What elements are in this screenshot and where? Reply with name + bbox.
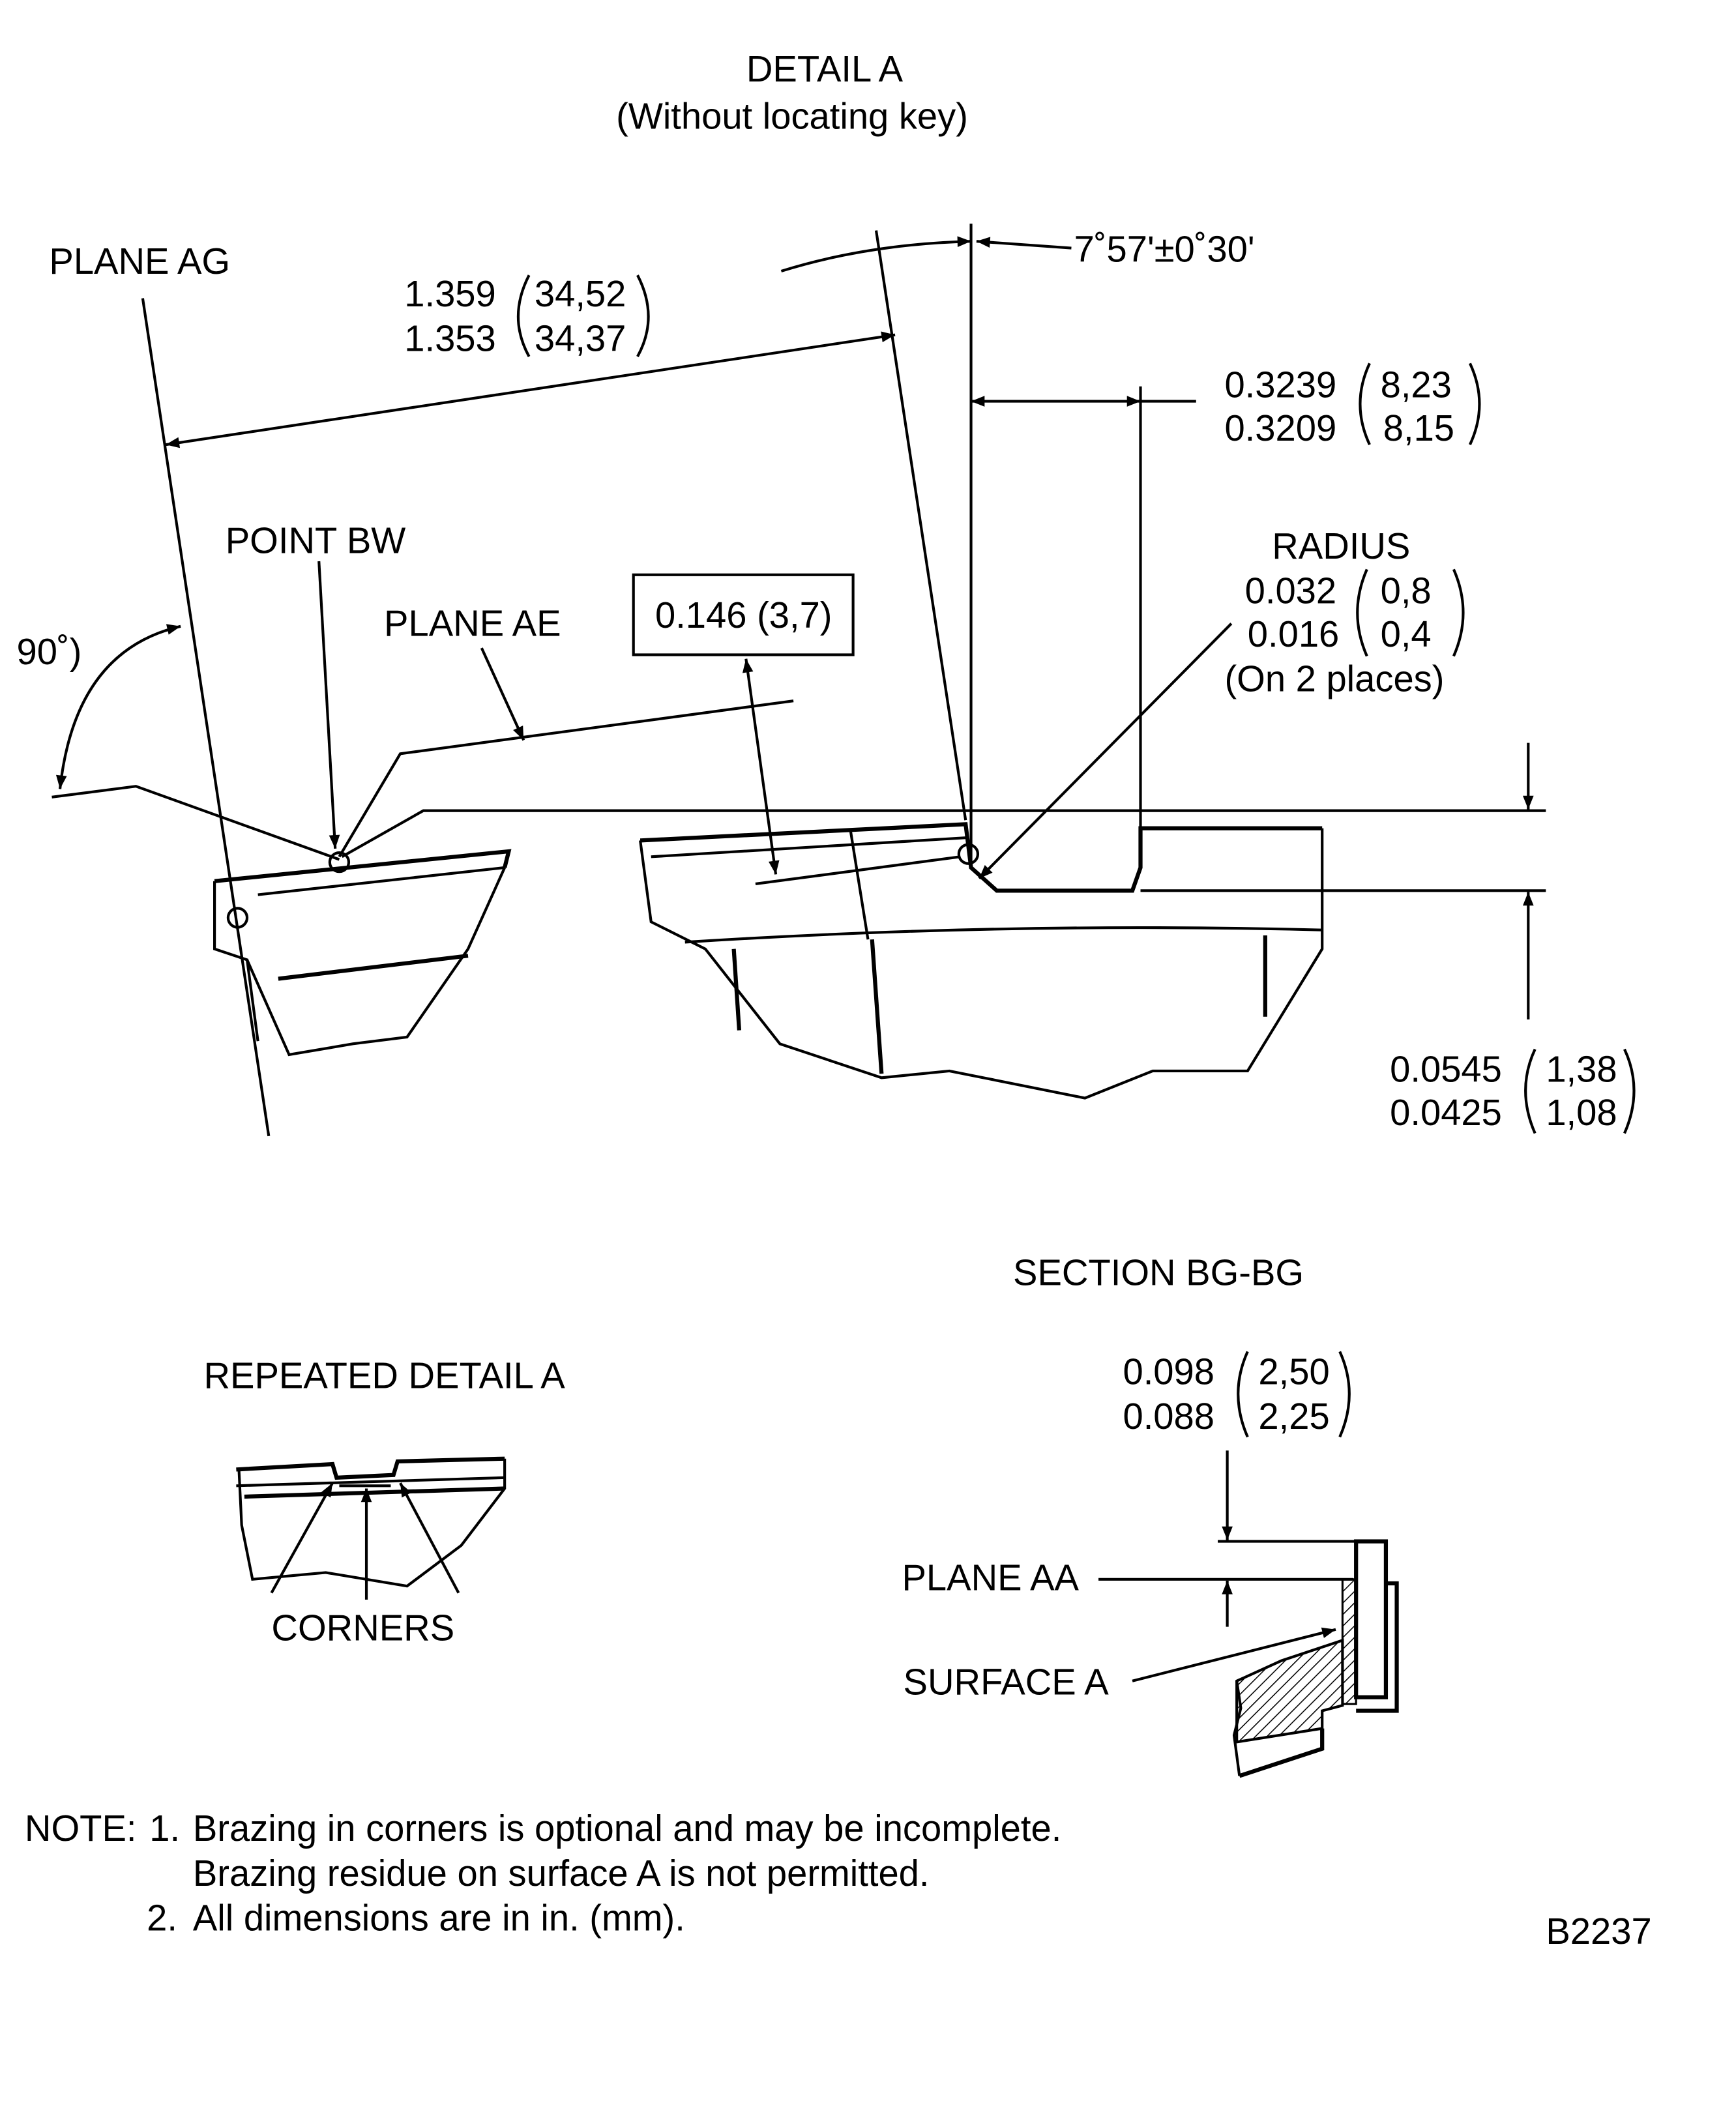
svg-text:0.3209: 0.3209 [1224,407,1336,448]
angle-tolerance: 7˚57'±0˚30' [1074,228,1255,269]
notes: NOTE: 1. Brazing in corners is optional … [25,1808,1061,1938]
svg-text:NOTE:: NOTE: [25,1808,137,1849]
plane-aa-label: PLANE AA [902,1557,1079,1598]
right-part [639,822,1324,1100]
section-title: SECTION BG-BG [1013,1252,1304,1293]
svg-text:(On 2 places): (On 2 places) [1224,658,1444,699]
plane-ae-label: PLANE AE [384,602,561,643]
angle-90-arc [55,624,181,789]
point-bw-leader [317,561,340,849]
surface-a-label: SURFACE A [904,1662,1110,1703]
plane-ae-leader [480,647,525,741]
svg-text:1.: 1. [149,1808,180,1849]
svg-text:0.098: 0.098 [1123,1351,1214,1392]
plane-ag-label: PLANE AG [49,241,230,282]
dim-1359-line [165,331,896,448]
section-sketch [1232,1539,1399,1778]
dim-0545-text: 0.0545 0.0425 1,38 1,08 [1390,1049,1636,1134]
corner-arrow-right [399,1482,460,1594]
svg-text:34,37: 34,37 [535,318,626,359]
svg-text:1.359: 1.359 [404,273,496,314]
svg-text:0.088: 0.088 [1123,1396,1214,1437]
point-bw-label: POINT BW [226,520,406,561]
svg-text:8,15: 8,15 [1383,407,1454,448]
plane-line-top [341,809,1546,858]
repeated-detail-sketch [236,1456,507,1588]
boxed-dimension-text: 0.146 (3,7) [655,594,832,636]
point-bw-marker [328,851,351,873]
svg-text:All dimensions are in in. (mm): All dimensions are in in. (mm). [193,1897,685,1938]
plane-ae-line [338,699,794,858]
angle-arc [780,236,971,272]
repeated-detail-title: REPEATED DETAIL A [203,1355,565,1396]
svg-text:1.353: 1.353 [404,318,496,359]
svg-text:0,4: 0,4 [1381,613,1432,654]
svg-text:1,08: 1,08 [1546,1092,1617,1133]
svg-text:Brazing residue on surface A i: Brazing residue on surface A is not perm… [193,1853,930,1894]
detail-subtitle: (Without locating key) [616,96,968,137]
dim-098-text: 0.098 0.088 2,50 2,25 [1123,1351,1351,1438]
svg-text:0.0425: 0.0425 [1390,1092,1502,1133]
svg-text:0.032: 0.032 [1245,570,1337,611]
svg-text:1,38: 1,38 [1546,1049,1617,1090]
surface-a-leader [1132,1627,1336,1682]
svg-text:2.: 2. [147,1897,177,1938]
svg-text:2,25: 2,25 [1258,1396,1329,1437]
plane-line-left [51,785,340,861]
corners-label: CORNERS [271,1607,454,1648]
dim-3239-text: 0.3239 0.3209 8,23 8,15 [1224,362,1481,448]
plane-ag-line [141,298,271,1137]
svg-text:0.0545: 0.0545 [1390,1049,1502,1090]
svg-text:2,50: 2,50 [1258,1351,1329,1392]
left-part [213,849,512,1057]
figure-id: B2237 [1546,1911,1651,1952]
svg-text:8,23: 8,23 [1381,364,1452,405]
angle-leader [976,237,1072,250]
svg-text:34,52: 34,52 [535,273,626,314]
radius-leader [978,623,1233,880]
reference-line-slant [874,230,967,821]
svg-text:0.016: 0.016 [1248,613,1339,654]
boxed-dim-line [742,658,780,875]
svg-text:0,8: 0,8 [1381,570,1432,611]
svg-text:RADIUS: RADIUS [1272,525,1410,566]
angle-90-label: 90˚) [16,631,81,672]
svg-text:Brazing in corners is optional: Brazing in corners is optional and may b… [193,1808,1062,1849]
boxed-dimension [632,573,855,656]
corner-arrow-left [270,1482,334,1594]
dim-1359-text: 1.359 1.353 34,52 34,37 [404,273,650,359]
detail-title: DETAIL A [746,48,904,89]
svg-text:0.3239: 0.3239 [1224,364,1336,405]
radius-note: RADIUS 0.032 0.016 0,8 0,4 (On 2 places) [1224,525,1465,699]
